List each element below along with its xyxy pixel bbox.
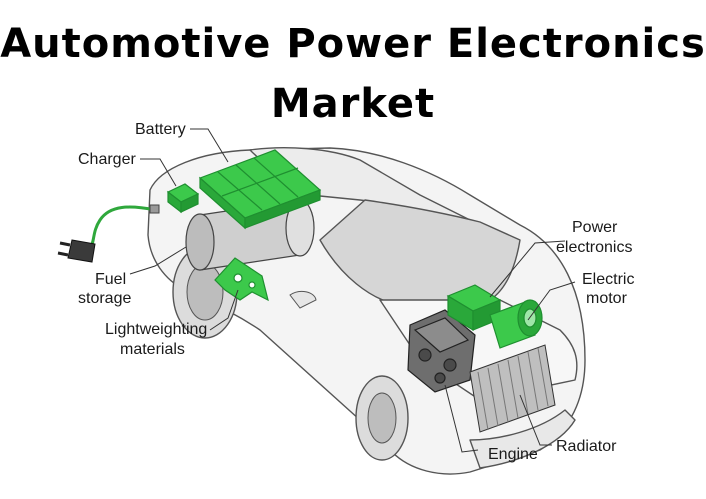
label-fuel-storage-line1: Fuel bbox=[95, 271, 127, 288]
power-electronics-leader-line bbox=[489, 240, 566, 298]
fuel-storage-tank bbox=[185, 199, 315, 271]
radiator-leader-line bbox=[519, 394, 552, 446]
charging-cable bbox=[88, 204, 160, 249]
title-line-2: Market bbox=[270, 81, 436, 127]
label-fuel-storage-line2: storage bbox=[78, 290, 132, 307]
electric-motor-leader-line bbox=[527, 281, 576, 321]
battery-leader-line bbox=[190, 128, 229, 163]
front-wheel bbox=[355, 375, 409, 461]
label-charger: Charger bbox=[78, 151, 136, 168]
label-power-electronics-line2: electronics bbox=[556, 239, 633, 256]
label-battery: Battery bbox=[135, 121, 186, 138]
leader-lines bbox=[129, 128, 576, 453]
lightweighting-bracket bbox=[214, 257, 269, 302]
fuel-storage-leader-line bbox=[129, 246, 187, 275]
battery-pack bbox=[198, 149, 322, 230]
title-line-1: Automotive Power Electronics bbox=[0, 21, 706, 67]
label-engine: Engine bbox=[488, 446, 538, 463]
engine-leader-line bbox=[444, 384, 479, 453]
rear-wheel bbox=[172, 245, 238, 339]
lightweighting-leader-line bbox=[209, 289, 239, 331]
engine-block bbox=[407, 309, 476, 393]
label-electric-motor-line1: Electric bbox=[582, 271, 635, 288]
label-lightweighting-line1: Lightweighting bbox=[105, 321, 208, 338]
label-radiator: Radiator bbox=[556, 438, 617, 455]
charger-unit bbox=[166, 183, 200, 214]
plug-icon bbox=[57, 239, 96, 263]
label-power-electronics-line1: Power bbox=[572, 219, 618, 236]
radiator-unit bbox=[469, 344, 556, 433]
side-mirror bbox=[289, 290, 317, 309]
label-lightweighting-line2: materials bbox=[120, 341, 185, 358]
label-electric-motor-line2: motor bbox=[586, 290, 627, 307]
charger-leader-line bbox=[140, 158, 177, 187]
